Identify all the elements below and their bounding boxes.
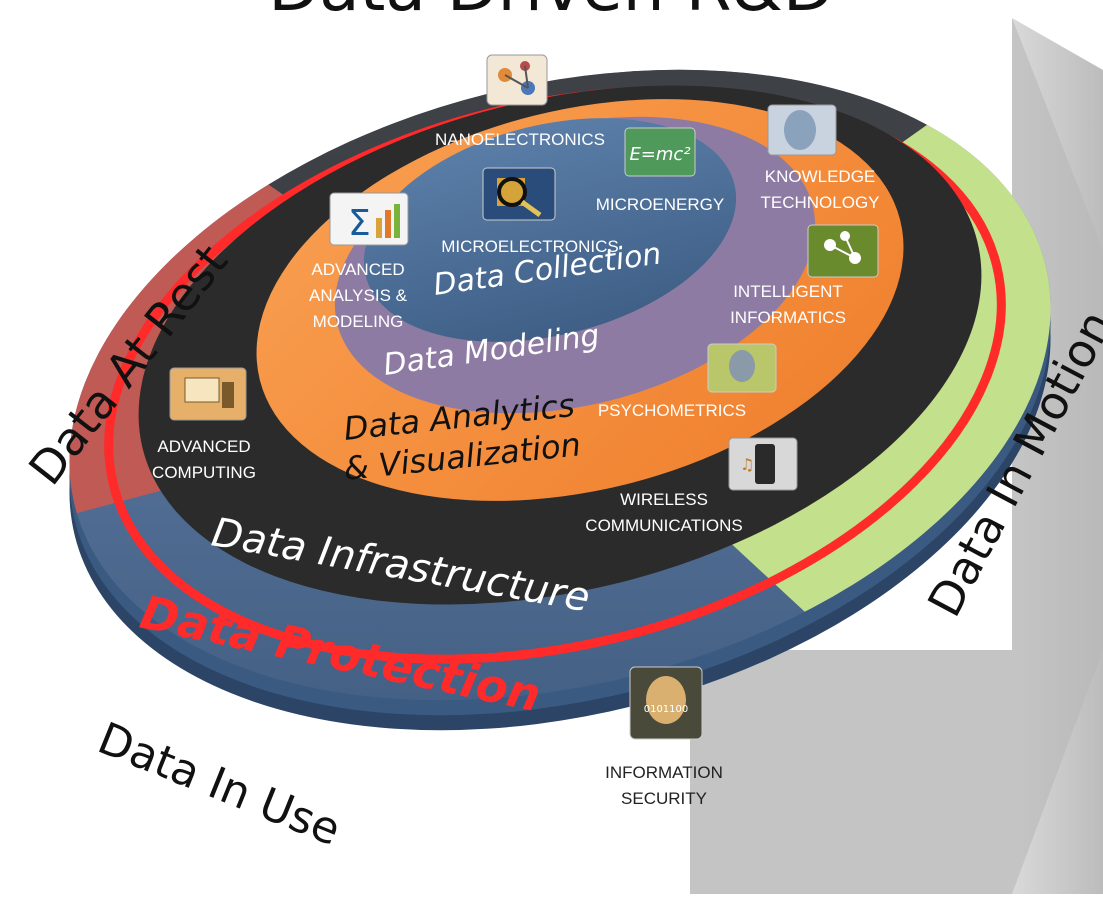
label-knowledge: KNOWLEDGE xyxy=(765,167,876,186)
svg-text:0101100: 0101100 xyxy=(644,704,689,715)
label-wireless: WIRELESS xyxy=(620,490,708,509)
molecule-icon xyxy=(486,54,548,106)
network-icon xyxy=(807,224,879,278)
label-psychometrics: PSYCHOMETRICS xyxy=(598,401,746,420)
label-informatics: INFORMATICS xyxy=(730,308,846,327)
label-advanced-analysis-2: ANALYSIS & xyxy=(309,286,408,305)
label-security: SECURITY xyxy=(621,789,707,808)
diagram-title: Data Driven R&D xyxy=(268,0,833,26)
phone-music-icon: ♫ xyxy=(728,437,798,491)
svg-text:Σ: Σ xyxy=(348,203,371,244)
label-information: INFORMATION xyxy=(605,763,723,782)
label-advanced-computing-1: ADVANCED xyxy=(157,437,250,456)
label-microenergy: MICROENERGY xyxy=(596,195,724,214)
label-technology: TECHNOLOGY xyxy=(760,193,879,212)
label-nanoelectronics: NANOELECTRONICS xyxy=(435,130,605,149)
label-intelligent: INTELLIGENT xyxy=(733,282,843,301)
label-microelectronics: MICROELECTRONICS xyxy=(441,237,619,256)
emc2-icon: E=mc² xyxy=(624,127,696,177)
brain-head-icon xyxy=(767,104,837,156)
chip-magnifier-icon xyxy=(482,167,556,221)
svg-text:E=mc²: E=mc² xyxy=(629,144,690,165)
label-communications: COMMUNICATIONS xyxy=(585,516,742,535)
computer-icon xyxy=(169,367,247,421)
hand-binary-icon: 0101100 xyxy=(629,666,703,740)
sigma-chart-icon: Σ xyxy=(329,192,409,246)
head-scan-icon xyxy=(707,343,777,393)
label-in-use: Data In Use xyxy=(91,713,348,856)
label-advanced-computing-2: COMPUTING xyxy=(152,463,256,482)
svg-text:♫: ♫ xyxy=(740,455,754,474)
label-advanced-analysis-1: ADVANCED xyxy=(311,260,404,279)
label-advanced-analysis-3: MODELING xyxy=(313,312,404,331)
